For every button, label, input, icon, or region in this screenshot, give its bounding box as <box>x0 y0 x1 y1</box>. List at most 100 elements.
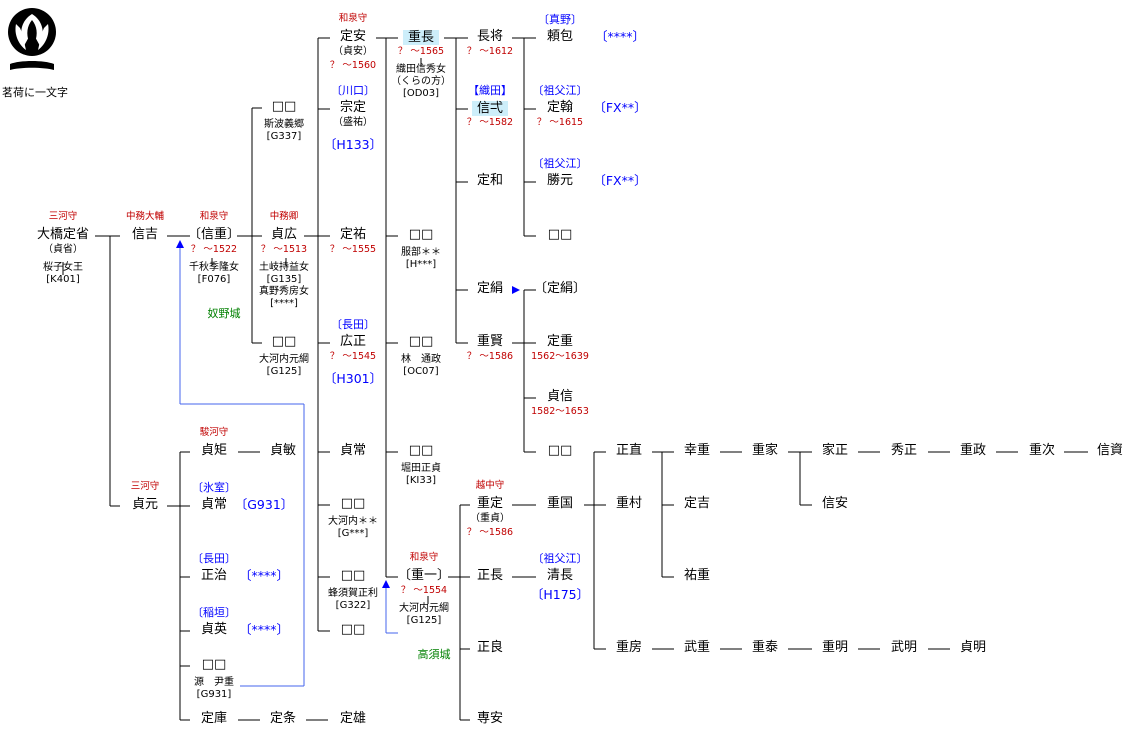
spouse-code[interactable]: [KI33] <box>405 475 437 486</box>
person-name[interactable]: 定吉 <box>683 496 711 511</box>
person-name[interactable]: 定庫 <box>200 711 228 726</box>
spouse-code[interactable]: [G322] <box>335 600 371 611</box>
person-name[interactable]: 定絹 <box>476 281 504 296</box>
person-name[interactable]: 貞元 <box>131 497 159 512</box>
person-name[interactable]: 正長 <box>476 568 504 583</box>
person-name[interactable]: 武重 <box>683 640 711 655</box>
genealogy-link[interactable]: 〔G931〕 <box>234 497 294 512</box>
spouse-code[interactable]: [G931] <box>196 689 232 700</box>
genealogy-link[interactable]: 〔H133〕 <box>323 137 383 152</box>
person-title: 和泉守 <box>338 13 368 24</box>
person-name[interactable]: 〔信重〕 <box>187 227 241 242</box>
spouse-name: 堀田正貞 <box>401 463 441 474</box>
person-name[interactable]: 祐重 <box>683 568 711 583</box>
person-name[interactable]: 重政 <box>959 443 987 458</box>
spouse-code[interactable]: [G135] <box>266 274 302 285</box>
person-name[interactable]: 正直 <box>615 443 643 458</box>
person-name[interactable]: □□ <box>408 334 434 349</box>
person-name[interactable]: 正治 <box>200 568 228 583</box>
person-clan: 〔稲垣〕 <box>192 606 236 619</box>
person-name[interactable]: 家正 <box>821 443 849 458</box>
person-name[interactable]: 定祐 <box>339 227 367 242</box>
person-name[interactable]: 清長 <box>546 568 574 583</box>
person-name[interactable]: 貞常 <box>200 497 228 512</box>
genealogy-link[interactable]: 〔H301〕 <box>323 371 383 386</box>
person-name[interactable]: 重国 <box>546 496 574 511</box>
person-name[interactable]: 広正 <box>339 334 367 349</box>
person-years: ？ ～1545 <box>329 351 377 362</box>
person-name[interactable]: 〔重一〕 <box>397 568 451 583</box>
person-name[interactable]: 専安 <box>476 711 504 726</box>
person-name[interactable]: 信吉 <box>131 227 159 242</box>
person-name[interactable]: 信資 <box>1096 443 1124 458</box>
spouse-code[interactable]: [G337] <box>266 131 302 142</box>
person-name[interactable]: □□ <box>340 568 366 583</box>
spouse-code[interactable]: [H***] <box>405 259 437 270</box>
person-name[interactable]: 勝元 <box>546 173 574 188</box>
person-name[interactable]: 定雄 <box>339 711 367 726</box>
person-name[interactable]: 貞矩 <box>200 443 228 458</box>
myoga-ichimonji-crest-icon <box>6 6 58 82</box>
person-name[interactable]: 重賢 <box>476 334 504 349</box>
person-name[interactable]: □□ <box>547 443 573 458</box>
spouse-code[interactable]: [G125] <box>406 615 442 626</box>
person-name[interactable]: □□ <box>340 496 366 511</box>
person-name[interactable]: 大橋定省 <box>36 227 90 242</box>
person-clan: 〔長田〕 <box>192 552 236 565</box>
person-name[interactable]: 定翰 <box>546 100 574 115</box>
person-name[interactable]: □□ <box>201 657 227 672</box>
spouse-code[interactable]: [F076] <box>197 274 231 285</box>
person-name[interactable]: 貞広 <box>270 227 298 242</box>
person-name[interactable]: 重次 <box>1028 443 1056 458</box>
person-name[interactable]: 長将 <box>476 29 504 44</box>
person-name[interactable]: 信安 <box>821 496 849 511</box>
person-name[interactable]: 定安 <box>339 29 367 44</box>
person-name[interactable]: 貞信 <box>546 389 574 404</box>
person-years: 1582～1653 <box>531 406 589 417</box>
person-name[interactable]: 定重 <box>546 334 574 349</box>
person-name[interactable]: 頼包 <box>546 29 574 44</box>
person-name[interactable]: 〔定絹〕 <box>533 281 587 296</box>
person-name[interactable]: 定条 <box>269 711 297 726</box>
person-name[interactable]: 貞英 <box>200 622 228 637</box>
person-name[interactable]: 信弌 <box>471 101 509 116</box>
genealogy-link[interactable]: 〔FX**〕 <box>593 173 647 188</box>
spouse-code[interactable]: [OD03] <box>402 88 440 99</box>
person-clan: 〔川口〕 <box>331 84 375 97</box>
person-name[interactable]: 重村 <box>615 496 643 511</box>
person-name[interactable]: 貞明 <box>959 640 987 655</box>
spouse-code[interactable]: [K401] <box>46 274 80 285</box>
person-name[interactable]: 重房 <box>615 640 643 655</box>
person-name[interactable]: 秀正 <box>890 443 918 458</box>
person-name[interactable]: 武明 <box>890 640 918 655</box>
person-name[interactable]: 重明 <box>821 640 849 655</box>
genealogy-link[interactable]: 〔****〕 <box>238 622 290 637</box>
person-name[interactable]: 重泰 <box>751 640 779 655</box>
spouse-code[interactable]: [G***] <box>337 528 369 539</box>
person-name[interactable]: 宗定 <box>339 100 367 115</box>
person-name[interactable]: 正良 <box>476 640 504 655</box>
person-name[interactable]: □□ <box>408 443 434 458</box>
person-name[interactable]: 重定 <box>476 496 504 511</box>
genealogy-link[interactable]: 〔****〕 <box>238 568 290 583</box>
spouse-code[interactable]: [****] <box>270 298 298 309</box>
person-name[interactable]: 貞敏 <box>269 443 297 458</box>
genealogy-link[interactable]: 〔H175〕 <box>530 587 590 602</box>
person-name[interactable]: 幸重 <box>683 443 711 458</box>
person-name[interactable]: □□ <box>408 227 434 242</box>
person-name[interactable]: 貞常 <box>339 443 367 458</box>
genealogy-link[interactable]: 〔****〕 <box>594 29 646 44</box>
person-clan: 〔真野〕 <box>538 13 582 26</box>
spouse-code[interactable]: [G125] <box>266 366 302 377</box>
person-name[interactable]: □□ <box>340 622 366 637</box>
person-name[interactable]: □□ <box>271 334 297 349</box>
person-name[interactable]: □□ <box>271 99 297 114</box>
person-name[interactable]: □□ <box>547 227 573 242</box>
person-name[interactable]: 重家 <box>751 443 779 458</box>
genealogy-link[interactable]: 〔FX**〕 <box>593 100 647 115</box>
person-name[interactable]: 重長 <box>402 30 440 45</box>
spouse-code[interactable]: [OC07] <box>403 366 439 377</box>
person-name[interactable]: 定和 <box>476 173 504 188</box>
